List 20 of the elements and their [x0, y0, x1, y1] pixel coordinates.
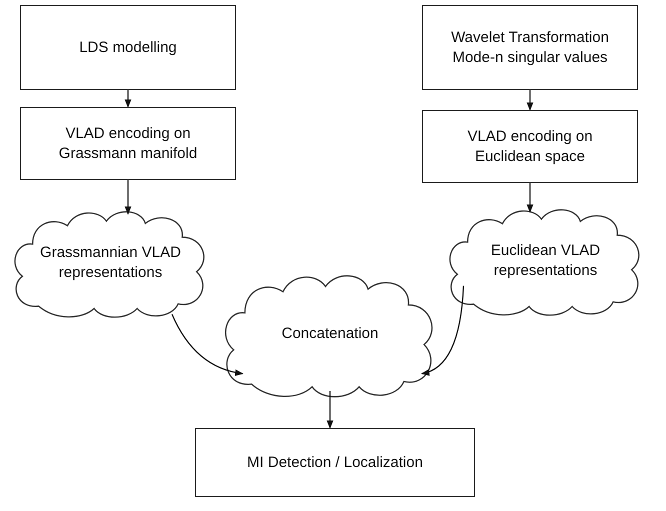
node-label: VLAD encoding on Euclidean space: [466, 127, 594, 166]
node-label: Concatenation: [280, 324, 380, 344]
node-label: Grassmannian VLAD representations: [39, 243, 182, 282]
arrow: [526, 183, 534, 213]
arrow: [171, 314, 244, 376]
process-box: [422, 5, 638, 90]
arrow: [326, 391, 334, 429]
process-box: [20, 107, 236, 180]
arrow: [124, 90, 132, 108]
node-label: Wavelet Transformation Mode-n singular values: [450, 28, 610, 67]
node-label: VLAD encoding on Grassmann manifold: [58, 124, 198, 163]
node-label: MI Detection / Localization: [246, 452, 424, 472]
arrow: [526, 90, 534, 111]
process-box: [20, 5, 236, 90]
node-label: Euclidean VLAD representations: [490, 241, 602, 280]
arrow: [421, 286, 464, 376]
process-box: [195, 428, 475, 497]
arrow: [124, 180, 132, 215]
process-box: [422, 110, 638, 183]
node-label: LDS modelling: [78, 38, 178, 58]
